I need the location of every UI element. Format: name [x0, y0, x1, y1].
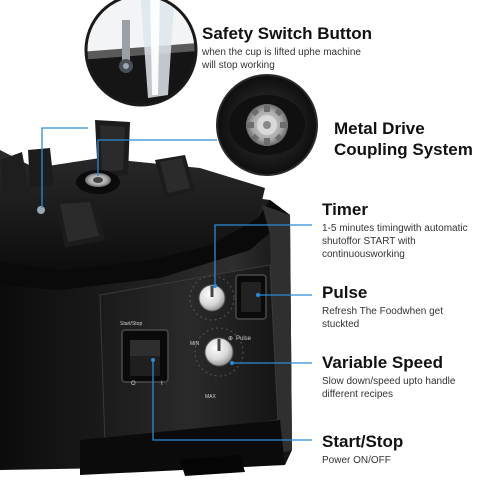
feature-desc-line: shutoffor START with	[322, 235, 416, 247]
top-coupling	[76, 170, 120, 194]
feature-title: Variable Speed	[322, 353, 443, 372]
feature-desc-line: stuckted	[322, 318, 360, 330]
feature-desc-line: when the cup is lifted uphe machine	[202, 46, 361, 58]
pulse-switch[interactable]	[235, 274, 267, 320]
pulse-panel-label: Pulse	[236, 336, 252, 342]
feature-title: Metal Drive Coupling System	[334, 118, 473, 161]
feature-title: Safety Switch Button	[202, 24, 373, 43]
feature-desc: 1-5 minutes timingwith automatic shutoff…	[322, 222, 468, 261]
callout-dots	[151, 284, 260, 365]
speed-dial[interactable]	[194, 327, 244, 377]
feature-desc-line: continuousworking	[322, 248, 405, 260]
callout-speed-dot	[230, 361, 234, 365]
feature-title: Start/Stop	[322, 432, 404, 451]
safety-switch-zoom	[84, 0, 198, 107]
feature-metal-coupling: Metal Drive Coupling System	[334, 118, 473, 161]
feature-desc: Refresh The Foodwhen get stuckted	[322, 305, 443, 331]
feature-desc: when the cup is lifted uphe machine will…	[202, 46, 372, 72]
feature-start-stop: Start/Stop Power ON/OFF	[322, 432, 403, 467]
feature-title-line: Metal Drive	[334, 119, 425, 138]
safety-switch-dot	[37, 206, 45, 214]
feature-title-line: Coupling System	[334, 140, 473, 160]
start-stop-panel-label: Start/Stop	[120, 321, 142, 327]
feature-desc-line: Refresh The Foodwhen get	[322, 305, 444, 317]
feature-desc-line: 1-5 minutes timingwith automatic	[322, 222, 468, 234]
feature-variable-speed: Variable Speed Slow down/speed upto hand…	[322, 353, 455, 401]
feature-pulse: Pulse Refresh The Foodwhen get stuckted	[322, 283, 443, 331]
feature-title: Timer	[322, 200, 368, 219]
switch-on-mark: I	[161, 381, 163, 387]
start-stop-switch[interactable]	[121, 329, 169, 383]
control-panel: Start/Stop O I MAX MIN Pulse ⊕	[120, 274, 267, 400]
feature-desc: Power ON/OFF	[322, 454, 403, 467]
jar-pads	[28, 120, 195, 248]
callout-timer-dot	[213, 284, 217, 288]
callout-lines	[41, 127, 312, 441]
feature-desc-line: will stop working	[202, 59, 275, 71]
feature-safety-switch: Safety Switch Button when the cup is lif…	[202, 24, 372, 72]
feature-desc-line: Slow down/speed upto handle	[322, 375, 456, 387]
feature-desc: Slow down/speed upto handle different re…	[322, 375, 455, 401]
switch-off-mark: O	[131, 381, 136, 387]
callout-timer-line	[214, 224, 312, 286]
callout-startstop-dot	[151, 358, 155, 362]
feature-timer: Timer 1-5 minutes timingwith automatic s…	[322, 200, 468, 261]
callout-pulse-dot	[256, 293, 260, 297]
pulse-panel-symbol: ⊕	[228, 336, 233, 342]
feature-title: Pulse	[322, 283, 368, 302]
coupling-zoom	[216, 74, 318, 176]
timer-dial[interactable]	[189, 275, 235, 321]
feature-desc-line: different recipes	[322, 388, 393, 400]
speed-min-mark: MIN	[190, 341, 200, 347]
callout-safety-line	[41, 127, 88, 208]
callout-coupling-line	[97, 139, 217, 176]
speed-max-mark: MAX	[205, 394, 217, 400]
feature-desc-line: Power ON/OFF	[322, 454, 391, 466]
callout-startstop-line	[152, 360, 312, 441]
